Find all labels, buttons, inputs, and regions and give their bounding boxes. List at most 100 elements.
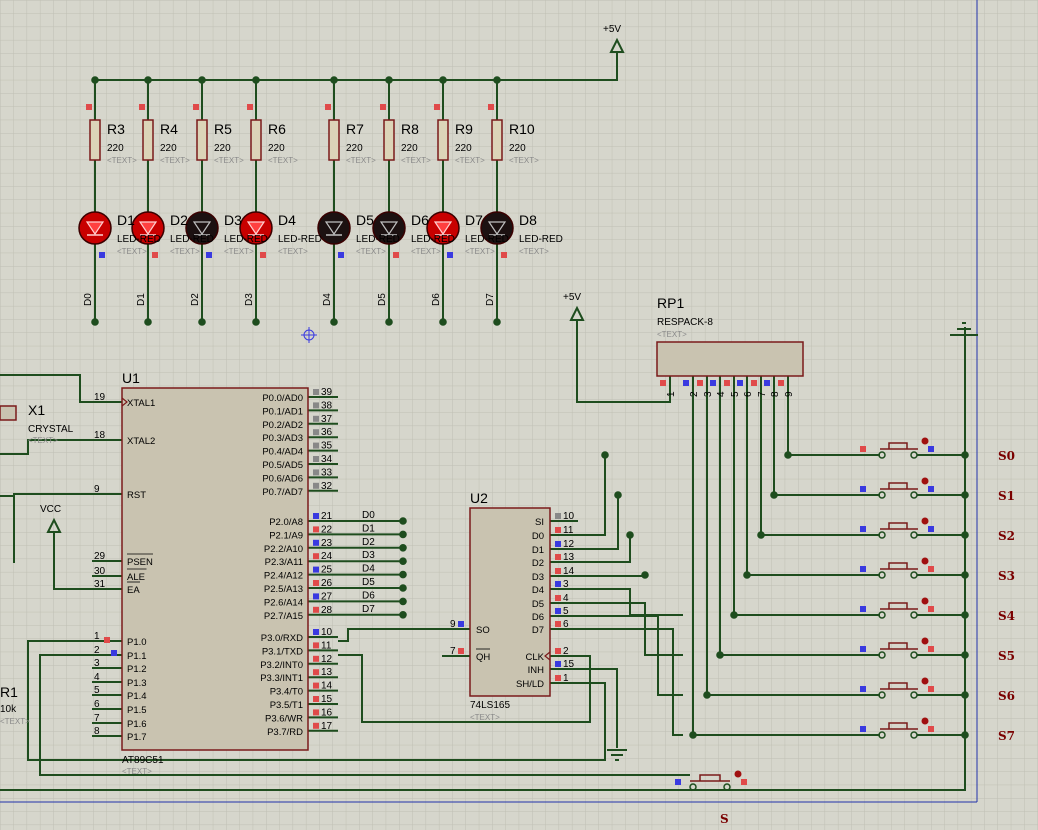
text-placeholder: <TEXT> [0,717,30,726]
pin-state-indicator [660,380,666,386]
p2-net-label: D2 [362,537,375,548]
junction-dot [439,318,447,326]
p11-switch-wire[interactable] [39,654,690,776]
led-part: LED-RED [356,234,400,245]
u2-input-wire[interactable] [578,628,683,736]
vcc-ea-wire[interactable] [53,532,92,590]
u2-pin-name: D2 [532,558,544,569]
txd-clk-wire[interactable] [338,654,591,723]
ground-rail-wire[interactable] [0,335,966,791]
switch-S5[interactable] [880,642,918,650]
switch-S[interactable] [690,774,730,782]
resistor-ref: R6 [268,121,286,137]
switch-knob-icon [921,437,929,445]
ground-symbol-icon [607,749,627,761]
text-placeholder: <TEXT> [28,436,58,445]
u1-pin-name: P3.0/RXD [261,633,303,644]
xtal1-wire[interactable] [0,374,92,403]
switch-contact-icon [878,531,886,539]
u2-input-wire[interactable] [578,575,646,577]
crystal-x1[interactable] [0,405,17,421]
led-ref: D6 [411,212,429,228]
led-net-label: D6 [431,293,442,306]
shld-p10-wire[interactable] [27,640,606,761]
switch-contact-icon [878,571,886,579]
led-net-label: D3 [244,293,255,306]
junction-dot [626,531,634,539]
xtal2-wire[interactable] [0,439,92,455]
u1-pin-number: 32 [321,481,333,492]
switch-S1[interactable] [880,482,918,490]
u2-input-wire[interactable] [578,615,683,696]
pin-state-indicator [325,104,331,110]
u1-pin-name: RST [127,490,146,501]
resistor-R7[interactable] [328,119,340,161]
u2-input-wire[interactable] [578,535,631,563]
u1-pin-number: 2 [94,645,100,656]
switch-S2[interactable] [880,522,918,530]
switch-knob-icon [921,597,929,605]
u1-pin-number: 35 [321,441,333,452]
pin-state-indicator [152,252,158,258]
u1-pin-name: P2.1/A9 [269,530,303,541]
u2-input-wire[interactable] [578,455,606,536]
junction-dot [689,731,697,739]
u1-pin-number: 12 [321,654,333,665]
rp1-common-wire[interactable] [576,320,671,403]
pin-state-indicator [555,621,561,627]
inh-ground-wire[interactable] [578,668,618,748]
u2-pin-number: 12 [563,539,575,550]
u1-pin-name: P0.1/AD1 [262,406,303,417]
pin-state-indicator [928,446,934,452]
pin-state-indicator [260,252,266,258]
junction-dot [703,691,711,699]
resistor-R4[interactable] [142,119,154,161]
text-placeholder: <TEXT> [122,767,152,776]
u2-pin-name: D7 [532,625,544,636]
switch-S4[interactable] [880,602,918,610]
rxd-so-wire[interactable] [338,628,442,642]
resistor-R9[interactable] [437,119,449,161]
u2-chip-body[interactable] [469,507,551,697]
rp1-part: RESPACK-8 [657,317,713,328]
power-5v-top[interactable] [609,37,625,53]
switch-S7[interactable] [880,722,918,730]
power-vcc[interactable] [46,517,62,533]
switch-S3[interactable] [880,562,918,570]
p2-net-label: D6 [362,590,375,601]
u1-pin-number: 39 [321,387,333,398]
switch-S0[interactable] [880,442,918,450]
resistor-R8[interactable] [383,119,395,161]
switch-knob-icon [921,717,929,725]
resistor-R5[interactable] [196,119,208,161]
u1-pin-number: 25 [321,565,333,576]
rp1-pin-number: 5 [730,391,741,397]
u2-input-wire[interactable] [578,495,619,550]
resistor-R10[interactable] [491,119,503,161]
resistor-ref: R5 [214,121,232,137]
diode-arrow-icon [192,221,212,236]
led-net-label: D0 [83,293,94,306]
diode-arrow-icon [324,221,344,236]
junction-dot [961,731,969,739]
vcc-bus-wire[interactable] [95,52,618,81]
switch-S6[interactable] [880,682,918,690]
pin-state-indicator [555,661,561,667]
pin-state-indicator [555,581,561,587]
u1-pin-name: P1.6 [127,719,147,730]
power-5v-mid[interactable] [569,305,585,321]
u2-pin-name: INH [528,665,545,676]
resistor-ref: R8 [401,121,419,137]
u1-pin-name: P2.3/A11 [265,557,303,568]
u1-part: AT89C51 [122,755,164,766]
resistor-R6[interactable] [250,119,262,161]
rp1-resistor-pack[interactable] [656,341,804,377]
switch-label: S1 [998,489,1015,503]
u1-chip-body[interactable] [121,387,309,751]
led-part: LED-RED [465,234,509,245]
text-placeholder: <TEXT> [224,247,254,256]
pin-state-indicator [860,486,866,492]
u1-pin-number: 19 [94,392,106,403]
resistor-R3[interactable] [89,119,101,161]
